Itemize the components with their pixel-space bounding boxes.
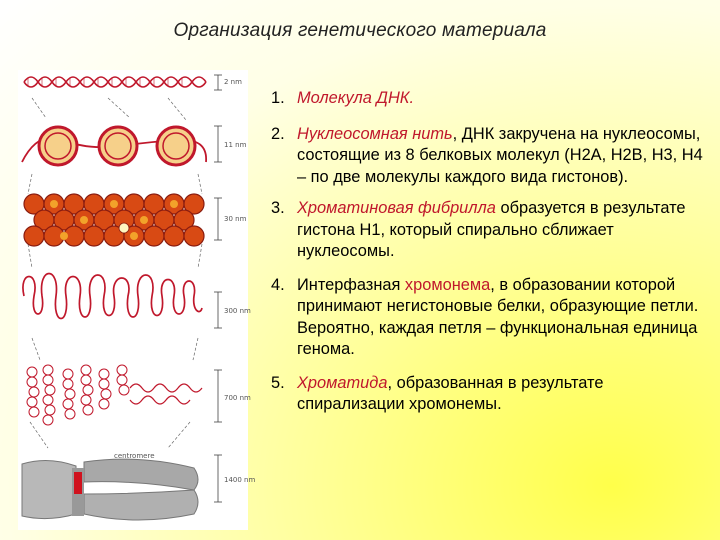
- scale-label-2: 11 nm: [224, 141, 247, 149]
- scale-label-6: 1400 nm: [224, 476, 255, 484]
- item-text: , в образовании которой принимают негист…: [297, 275, 699, 359]
- chromosome: centromere: [21, 452, 199, 521]
- item-number: 4.: [271, 275, 285, 294]
- dna-packaging-diagram: 2 nm 11 nm 30 nm 300 nm 700 nm 1400 nm: [18, 70, 255, 530]
- scale-label-3: 30 nm: [224, 215, 247, 223]
- item-prefix: Интерфазная: [297, 275, 405, 294]
- scale-label-1: 2 nm: [224, 78, 242, 86]
- item-number: 5.: [271, 373, 285, 392]
- item-number: 1.: [271, 89, 285, 107]
- item-number: 3.: [271, 199, 285, 217]
- scale-label-4: 300 nm: [224, 307, 251, 315]
- stages-list: 1. Молекула ДНК. 2. Нуклеосомная нить, Д…: [262, 88, 712, 426]
- item-number: 2.: [271, 124, 285, 143]
- item-text: , ДНК закручена на нуклеосомы, состоящие…: [297, 124, 703, 186]
- condensed-loops: [26, 364, 203, 426]
- slide-title: Организация генетического материала: [173, 20, 547, 41]
- list-item: 1. Молекула ДНК.: [262, 88, 712, 110]
- list-item: 5. Хроматида, образованная в результате …: [262, 373, 712, 416]
- list-item: 4. Интерфазная хромонема, в образовании …: [262, 275, 712, 361]
- dna-helix: [23, 76, 207, 88]
- item-text: образуется в результате гистона Н1, кото…: [297, 199, 686, 260]
- chromatin-fibril-term: Хроматиновая фибрилла: [297, 199, 496, 217]
- chromonema-loops: [22, 272, 203, 320]
- centromere-label: centromere: [114, 452, 155, 460]
- list-item: 3. Хроматиновая фибрилла образуется в ре…: [262, 198, 712, 263]
- scale-label-5: 700 nm: [224, 394, 251, 402]
- chromatin-fibril: [23, 193, 205, 247]
- list-item: 2. Нуклеосомная нить, ДНК закручена на н…: [262, 124, 712, 189]
- dna-molecule-term: Молекула ДНК.: [297, 89, 415, 107]
- nucleosome-fiber: [21, 125, 207, 167]
- item-text: , образованная в результате спирализации…: [297, 373, 604, 414]
- chromonema-term: хромонема: [404, 275, 491, 294]
- nucleosome-fiber-term: Нуклеосомная нить: [297, 124, 453, 143]
- chromatid-term: Хроматида: [297, 373, 388, 392]
